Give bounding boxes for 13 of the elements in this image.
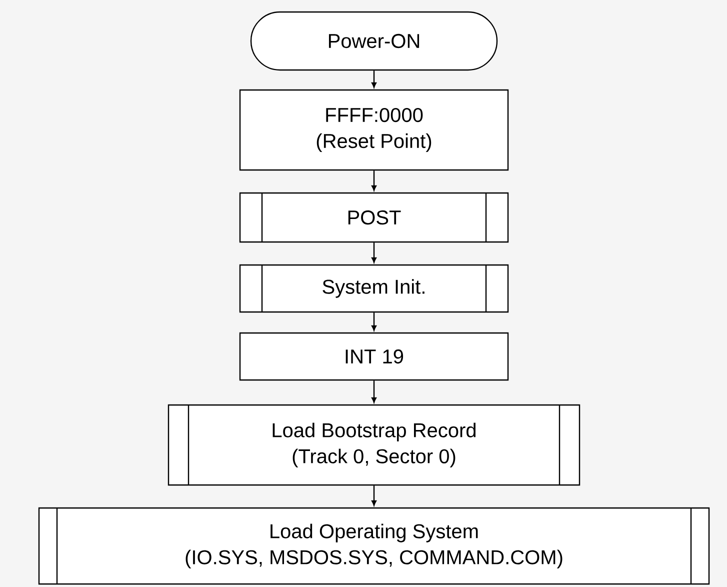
- process-box: FFFF:0000 (Reset Point): [239, 89, 509, 171]
- process-box: INT 19: [239, 332, 509, 381]
- arrow: [372, 312, 376, 331]
- arrow: [372, 70, 376, 88]
- subroutine-box: POST: [239, 192, 509, 243]
- arrow: [372, 170, 376, 191]
- subroutine-box: Load Bootstrap Record (Track 0, Sector 0): [168, 404, 580, 486]
- terminal-box: Power-ON: [250, 11, 498, 71]
- arrow: [372, 380, 376, 403]
- arrow: [372, 242, 376, 263]
- subroutine-box: System Init.: [239, 264, 509, 313]
- subroutine-box: Load Operating System (IO.SYS, MSDOS.SYS, COMMAND.COM): [38, 507, 710, 585]
- arrow: [372, 486, 376, 506]
